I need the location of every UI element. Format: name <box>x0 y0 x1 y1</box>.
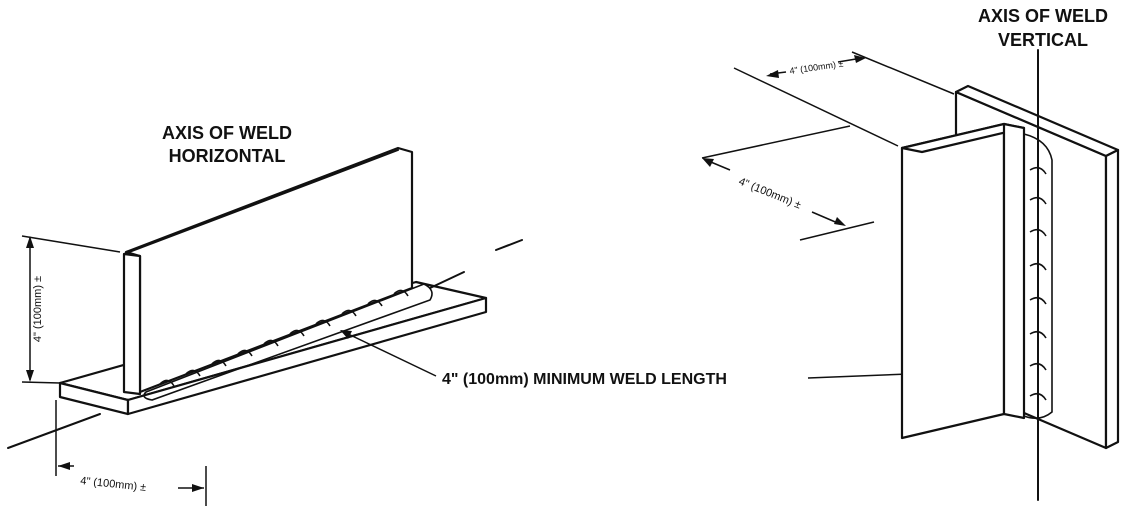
minimum-weld-length-label: 4" (100mm) MINIMUM WELD LENGTH <box>442 371 727 388</box>
vertical-weld-specimen: 4" (100mm) ± 4" (100mm) ± AXIS OF WELD V… <box>701 6 1120 501</box>
top-dimension <box>733 51 955 147</box>
bottom-dimension <box>55 400 207 506</box>
height-dimension-label: 4" (100mm) ± <box>32 276 44 342</box>
horizontal-weld-specimen: 4" (100mm) ± 4" (100mm) ± AXIS OF WELD H… <box>7 123 523 506</box>
horizontal-axis-label-line1: AXIS OF WELD <box>162 123 292 143</box>
web-plate-edge <box>122 252 142 396</box>
side-dimension <box>701 125 875 241</box>
top-dimension-label: 4" (100mm) ± <box>789 59 844 76</box>
bottom-dimension-label: 4" (100mm) ± <box>80 475 147 494</box>
front-plate-face <box>900 122 1006 440</box>
vertical-axis-label-line2: VERTICAL <box>998 30 1088 50</box>
horizontal-axis-label-line2: HORIZONTAL <box>169 146 286 166</box>
base-plate-side <box>126 296 488 416</box>
back-plate-side <box>1104 148 1120 450</box>
side-dimension-label: 4" (100mm) ± <box>737 176 803 212</box>
height-dimension <box>21 235 121 384</box>
front-plate-side <box>1002 122 1026 420</box>
vertical-axis-label-line1: AXIS OF WELD <box>978 6 1108 26</box>
horizontal-weld-axis <box>7 239 523 449</box>
fillet-weld-bead <box>143 283 433 401</box>
